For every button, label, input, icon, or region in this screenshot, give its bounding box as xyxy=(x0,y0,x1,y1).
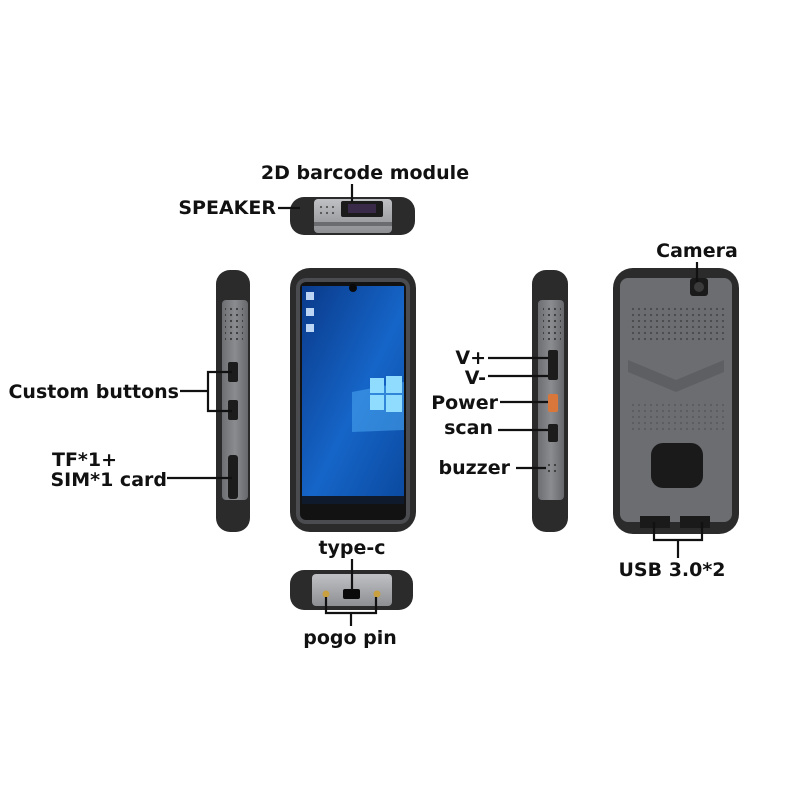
type-c-port xyxy=(343,589,360,599)
pogo-pin-left xyxy=(322,590,330,598)
device-back-view xyxy=(613,268,739,534)
volume-keys xyxy=(548,350,558,380)
device-front-view xyxy=(290,268,416,532)
usb-label: USB 3.0*2 xyxy=(618,559,725,581)
card-slot xyxy=(228,455,238,499)
scan-key xyxy=(548,424,558,442)
tf-card-label-line1: TF*1+ xyxy=(52,449,117,471)
power-key xyxy=(548,394,558,412)
custom-buttons-label: Custom buttons xyxy=(8,381,179,403)
pogo-pin-right xyxy=(373,590,381,598)
front-camera-icon xyxy=(349,284,357,292)
pogo-pin-label: pogo pin xyxy=(303,627,397,649)
speaker-label: SPEAKER xyxy=(178,197,276,219)
type-c-label: type-c xyxy=(318,537,385,559)
barcode-module-label: 2D barcode module xyxy=(261,162,469,184)
custom-button-1 xyxy=(228,362,238,382)
taskbar xyxy=(302,496,404,504)
scan-label: scan xyxy=(444,417,493,439)
custom-button-2 xyxy=(228,400,238,420)
camera-label: Camera xyxy=(656,240,738,262)
windows-logo-icon xyxy=(352,376,404,432)
leader-lines xyxy=(167,184,704,626)
device-left-side-view xyxy=(216,270,250,532)
buzzer-grille xyxy=(546,460,560,476)
buzzer-label: buzzer xyxy=(438,457,510,479)
power-label: Power xyxy=(431,392,498,414)
volume-up-label: V+ xyxy=(455,347,486,369)
tf-card-label-line2: SIM*1 card xyxy=(51,469,168,491)
back-grip-pad xyxy=(651,443,703,488)
device-top-view xyxy=(290,197,415,235)
volume-down-label: V- xyxy=(465,367,486,389)
device-right-side-view xyxy=(532,270,568,532)
